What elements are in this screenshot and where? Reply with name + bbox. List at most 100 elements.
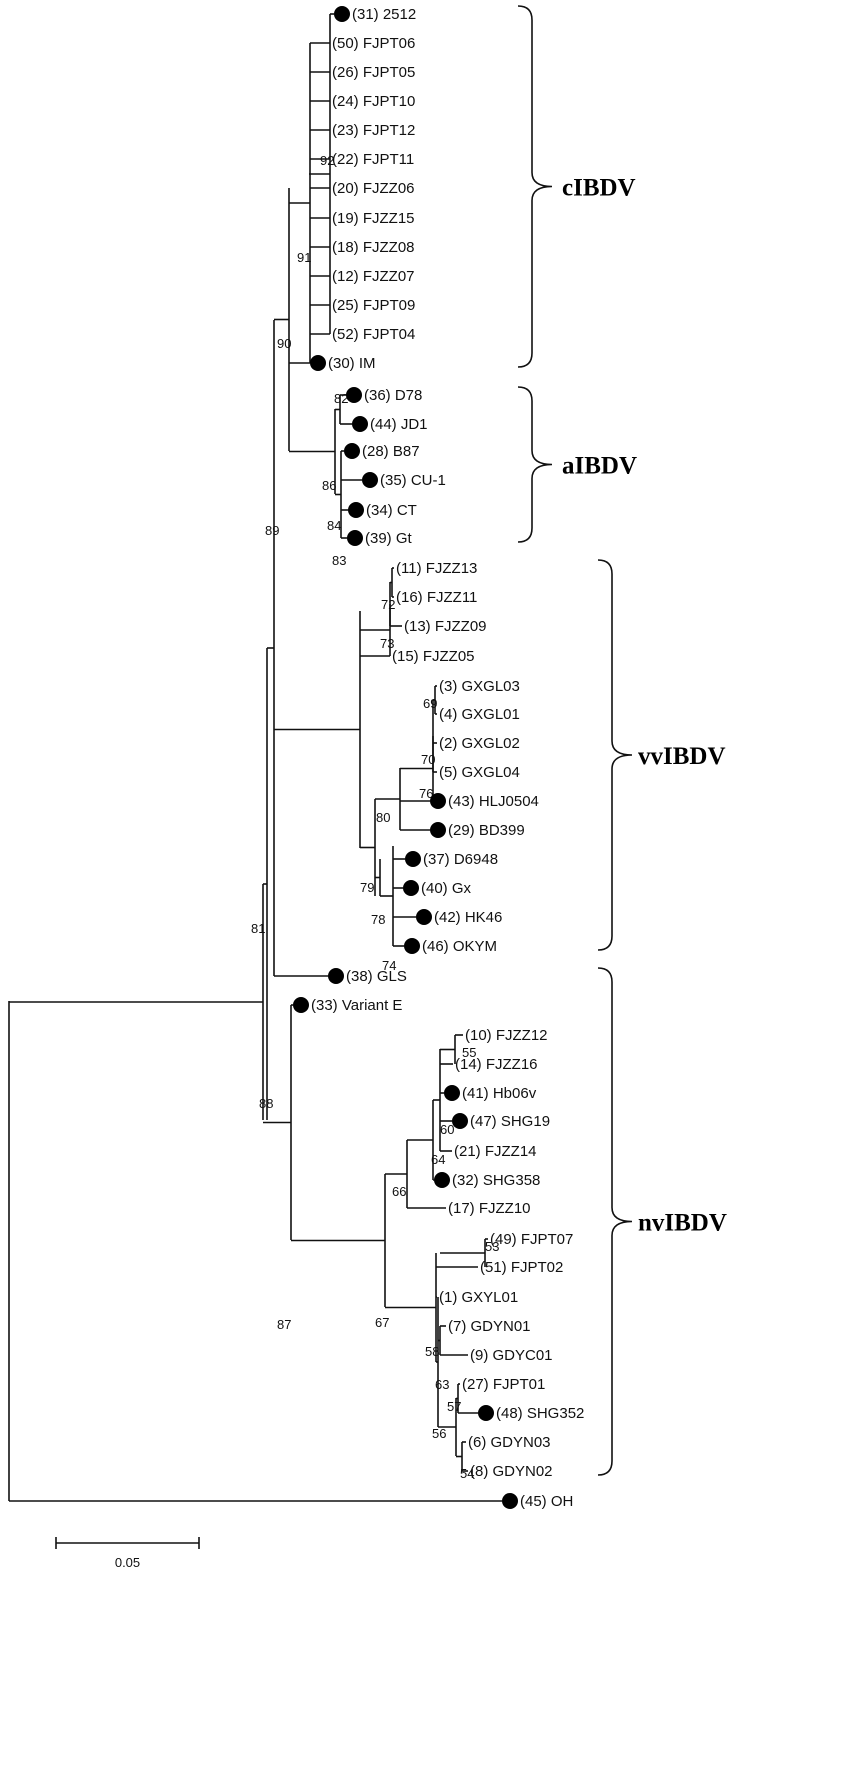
reference-strain-marker (452, 1113, 468, 1129)
leaf-label-L41: (41) Hb06v (462, 1085, 537, 1102)
reference-strain-marker (434, 1172, 450, 1188)
bootstrap-value: 82 (334, 391, 348, 406)
bootstrap-value: 90 (277, 336, 291, 351)
reference-strain-marker (403, 880, 419, 896)
bootstrap-value: 69 (423, 696, 437, 711)
bootstrap-value: 84 (327, 518, 341, 533)
bootstrap-value: 86 (322, 478, 336, 493)
bootstrap-value: 87 (277, 1317, 291, 1332)
tree-branches (8, 13, 502, 1502)
leaf-label-L8: (8) GDYN02 (470, 1463, 553, 1480)
bootstrap-value: 63 (435, 1377, 449, 1392)
scale-bar-label: 0.05 (115, 1555, 140, 1570)
leaf-label-L5: (5) GXGL04 (439, 764, 520, 781)
clade-label: aIBDV (562, 453, 637, 480)
leaf-label-L48: (48) SHG352 (496, 1405, 584, 1422)
bootstrap-value: 81 (251, 921, 265, 936)
leaf-label-L38: (38) GLS (346, 968, 407, 985)
leaf-label-L16: (16) FJZZ11 (396, 589, 477, 606)
bootstrap-value: 58 (425, 1344, 439, 1359)
reference-strain-marker (348, 502, 364, 518)
bootstrap-value: 83 (332, 553, 346, 568)
reference-strain-marker (328, 968, 344, 984)
leaf-label-L4: (4) GXGL01 (439, 706, 520, 723)
leaf-label-L27: (27) FJPT01 (462, 1376, 545, 1393)
bootstrap-value: 60 (440, 1122, 454, 1137)
leaf-label-L45: (45) OH (520, 1493, 573, 1510)
leaf-label-L7: (7) GDYN01 (448, 1318, 531, 1335)
bootstrap-value: 54 (460, 1466, 474, 1481)
bootstrap-value: 70 (421, 752, 435, 767)
reference-strain-marker (352, 416, 368, 432)
clade-bracket-cIBDV (517, 5, 553, 368)
leaf-label-L46: (46) OKYM (422, 938, 497, 955)
leaf-label-L9: (9) GDYC01 (470, 1347, 553, 1364)
bootstrap-value: 91 (297, 250, 311, 265)
leaf-label-L29: (29) BD399 (448, 822, 525, 839)
leaf-label-L39: (39) Gt (365, 530, 413, 547)
bootstrap-value: 89 (265, 523, 279, 538)
bootstrap-value: 92 (320, 153, 334, 168)
clade-label: vvIBDV (638, 743, 726, 770)
bootstrap-value: 67 (375, 1315, 389, 1330)
bootstrap-value: 53 (485, 1239, 499, 1254)
bootstrap-value: 76 (419, 786, 433, 801)
reference-strain-marker (310, 355, 326, 371)
leaf-label-L18: (18) FJZZ08 (332, 239, 415, 256)
leaf-label-L26: (26) FJPT05 (332, 64, 415, 81)
leaf-label-L6: (6) GDYN03 (468, 1434, 551, 1451)
reference-strain-marker (293, 997, 309, 1013)
leaf-label-L11: (11) FJZZ13 (396, 560, 477, 577)
leaf-label-L10: (10) FJZZ12 (465, 1027, 548, 1044)
reference-strain-marker (430, 822, 446, 838)
leaf-label-L47: (47) SHG19 (470, 1113, 550, 1130)
bootstrap-value: 79 (360, 880, 374, 895)
leaf-label-L34: (34) CT (366, 502, 417, 519)
leaf-label-L32: (32) SHG358 (452, 1172, 540, 1189)
scale-bar: 0.05 (55, 1537, 200, 1570)
leaf-label-L43: (43) HLJ0504 (448, 793, 539, 810)
leaf-label-L51: (51) FJPT02 (480, 1259, 563, 1276)
bootstrap-value: 80 (376, 810, 390, 825)
clade-label: nvIBDV (638, 1210, 727, 1237)
leaf-label-L13: (13) FJZZ09 (404, 618, 487, 635)
leaf-label-L50: (50) FJPT06 (332, 35, 415, 52)
leaf-label-L3: (3) GXGL03 (439, 678, 520, 695)
leaf-label-L36: (36) D78 (364, 387, 422, 404)
clade-bracket-aIBDV (517, 386, 553, 543)
leaf-label-L1: (1) GXYL01 (439, 1289, 518, 1306)
reference-strain-marker (478, 1405, 494, 1421)
clade-bracket-nvIBDV (597, 967, 633, 1476)
leaf-label-L24: (24) FJPT10 (332, 93, 415, 110)
bootstrap-value: 88 (259, 1096, 273, 1111)
leaf-label-L20: (20) FJZZ06 (332, 180, 415, 197)
leaf-label-L31: (31) 2512 (352, 6, 416, 23)
reference-strain-marker (405, 851, 421, 867)
bootstrap-value: 57 (447, 1399, 461, 1414)
bootstrap-value: 64 (431, 1152, 445, 1167)
reference-strain-marker (430, 793, 446, 809)
leaf-label-L14: (14) FJZZ16 (455, 1056, 538, 1073)
leaf-label-L19: (19) FJZZ15 (332, 210, 415, 227)
leaf-label-L42: (42) HK46 (434, 909, 502, 926)
leaf-label-L40: (40) Gx (421, 880, 472, 897)
leaf-label-L25: (25) FJPT09 (332, 297, 415, 314)
bootstrap-value: 78 (371, 912, 385, 927)
reference-strain-marker (362, 472, 378, 488)
bootstrap-value: 74 (382, 958, 396, 973)
reference-strain-marker (404, 938, 420, 954)
bootstrap-value: 73 (380, 636, 394, 651)
bootstrap-value: 56 (432, 1426, 446, 1441)
leaf-label-L30: (30) IM (328, 355, 376, 372)
reference-strain-marker (416, 909, 432, 925)
leaf-labels: (31) 2512 (50) FJPT06 (26) FJPT05 (24) FJPT… (293, 6, 584, 1510)
leaf-label-L15: (15) FJZZ05 (392, 648, 475, 665)
reference-strain-marker (444, 1085, 460, 1101)
leaf-label-L35: (35) CU-1 (380, 472, 446, 489)
leaf-label-L44: (44) JD1 (370, 416, 428, 433)
reference-strain-marker (334, 6, 350, 22)
reference-strain-marker (346, 387, 362, 403)
reference-strain-marker (344, 443, 360, 459)
leaf-label-L22: (22) FJPT11 (332, 151, 414, 168)
